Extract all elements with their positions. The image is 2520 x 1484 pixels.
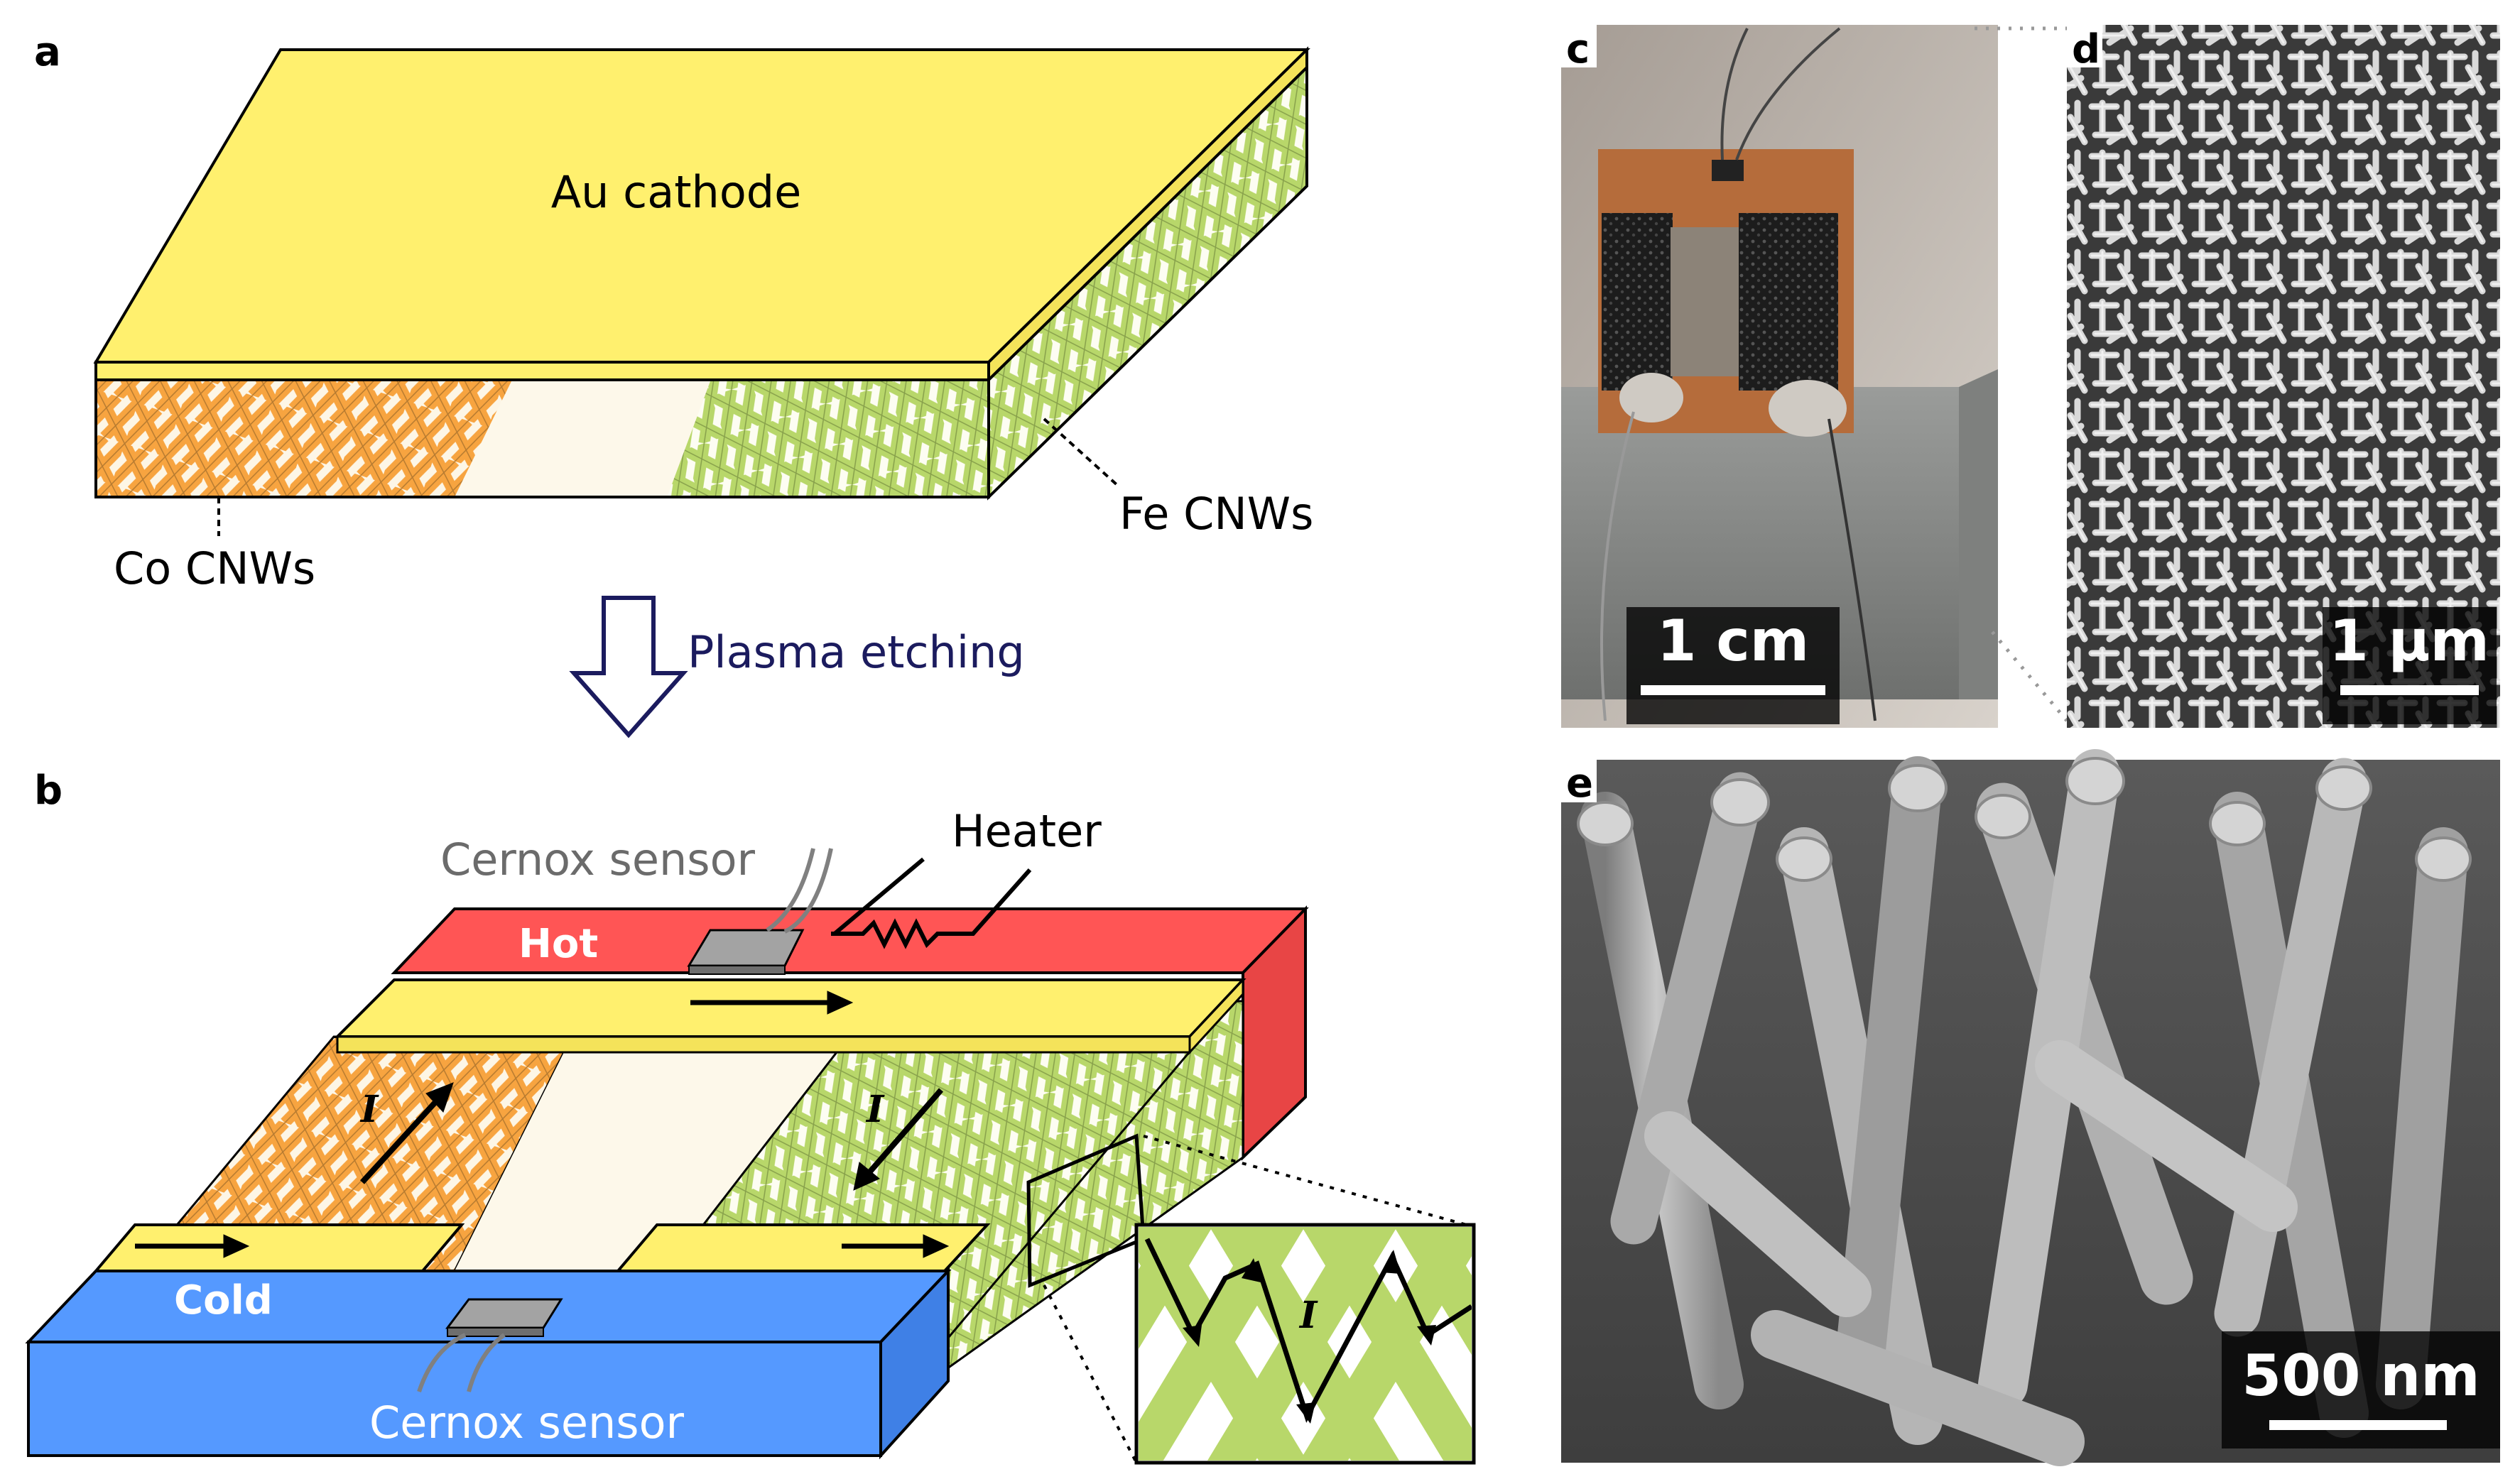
heater-resistor — [831, 868, 1032, 949]
co-foam — [1602, 213, 1673, 391]
heater-lead — [833, 857, 925, 936]
panel-c-photo: c 1 cm — [1561, 25, 1998, 728]
panel-label-e: e — [1566, 760, 1593, 807]
au-cathode-front-edge — [94, 361, 990, 381]
fe-leader-line — [1043, 418, 1120, 488]
au-cathode-label: Au cathode — [551, 166, 802, 218]
scale-bar-d-label: 1 μm — [2329, 608, 2489, 674]
current-symbol-fe: I — [865, 1088, 885, 1131]
current-symbol-inset: I — [1298, 1294, 1318, 1337]
current-symbol-co: I — [359, 1088, 379, 1131]
top-electrode — [334, 978, 1247, 1038]
scale-bar-d — [2340, 685, 2479, 695]
electrode-arrows — [135, 991, 950, 1258]
zoom-inset-wires — [1139, 1227, 1472, 1461]
panel-d-sem: d 1 μm — [2067, 25, 2500, 728]
scale-bar-c-box — [1626, 607, 1840, 724]
sensor-bottom-wire-2 — [467, 1333, 506, 1392]
heater-label: Heater — [952, 805, 1102, 857]
cernox-sensor-top — [687, 929, 805, 967]
panel-label-a: a — [34, 29, 61, 75]
panel-label-b: b — [34, 768, 63, 814]
co-nanowires-front — [97, 381, 511, 497]
sensor-top-wire-2 — [766, 848, 815, 932]
co-cnws-label: Co CNWs — [114, 542, 315, 594]
scale-bar-d-box — [2323, 607, 2497, 724]
zoom-connector-bottom — [1043, 1284, 1138, 1463]
fe-nanowires-front — [668, 381, 987, 496]
panel-e-sem: e 500 nm — [1561, 749, 2500, 1466]
photo-sensor — [1712, 160, 1744, 181]
plasma-etching-label: Plasma etching — [688, 626, 1025, 678]
cernox-sensor-bottom-label: Cernox sensor — [369, 1397, 685, 1448]
scale-bar-e-label: 500 nm — [2242, 1343, 2480, 1409]
sensor-bottom-wire-1 — [417, 1333, 467, 1392]
cernox-sensor-top-label: Cernox sensor — [440, 834, 756, 885]
leg-gap — [455, 1037, 849, 1271]
panel-label-c: c — [1566, 26, 1590, 72]
fe-foam — [1739, 213, 1838, 391]
cold-label: Cold — [174, 1277, 273, 1324]
cold-block-side — [879, 1267, 950, 1460]
sensor-top-wire-1 — [783, 848, 833, 934]
fe-nanowire-side — [943, 1000, 1244, 1373]
nanowire-tips — [1577, 757, 2472, 882]
process-arrow — [569, 596, 688, 738]
hot-label: Hot — [518, 921, 598, 967]
scale-bar-c-label: 1 cm — [1657, 608, 1809, 674]
panel-label-d: d — [2072, 26, 2100, 72]
gap-region — [1671, 227, 1742, 376]
scale-bar-e — [2269, 1420, 2447, 1430]
scale-bar-c — [1641, 685, 1825, 695]
zoom-line-cd-bottom — [1991, 631, 2068, 722]
panel-b-device: I I — [25, 848, 1476, 1465]
panel-a-slab — [93, 46, 1310, 501]
nanowire-rods — [1580, 749, 2468, 1466]
fe-cnws-label: Fe CNWs — [1119, 488, 1313, 540]
cernox-sensor-bottom — [445, 1298, 563, 1329]
